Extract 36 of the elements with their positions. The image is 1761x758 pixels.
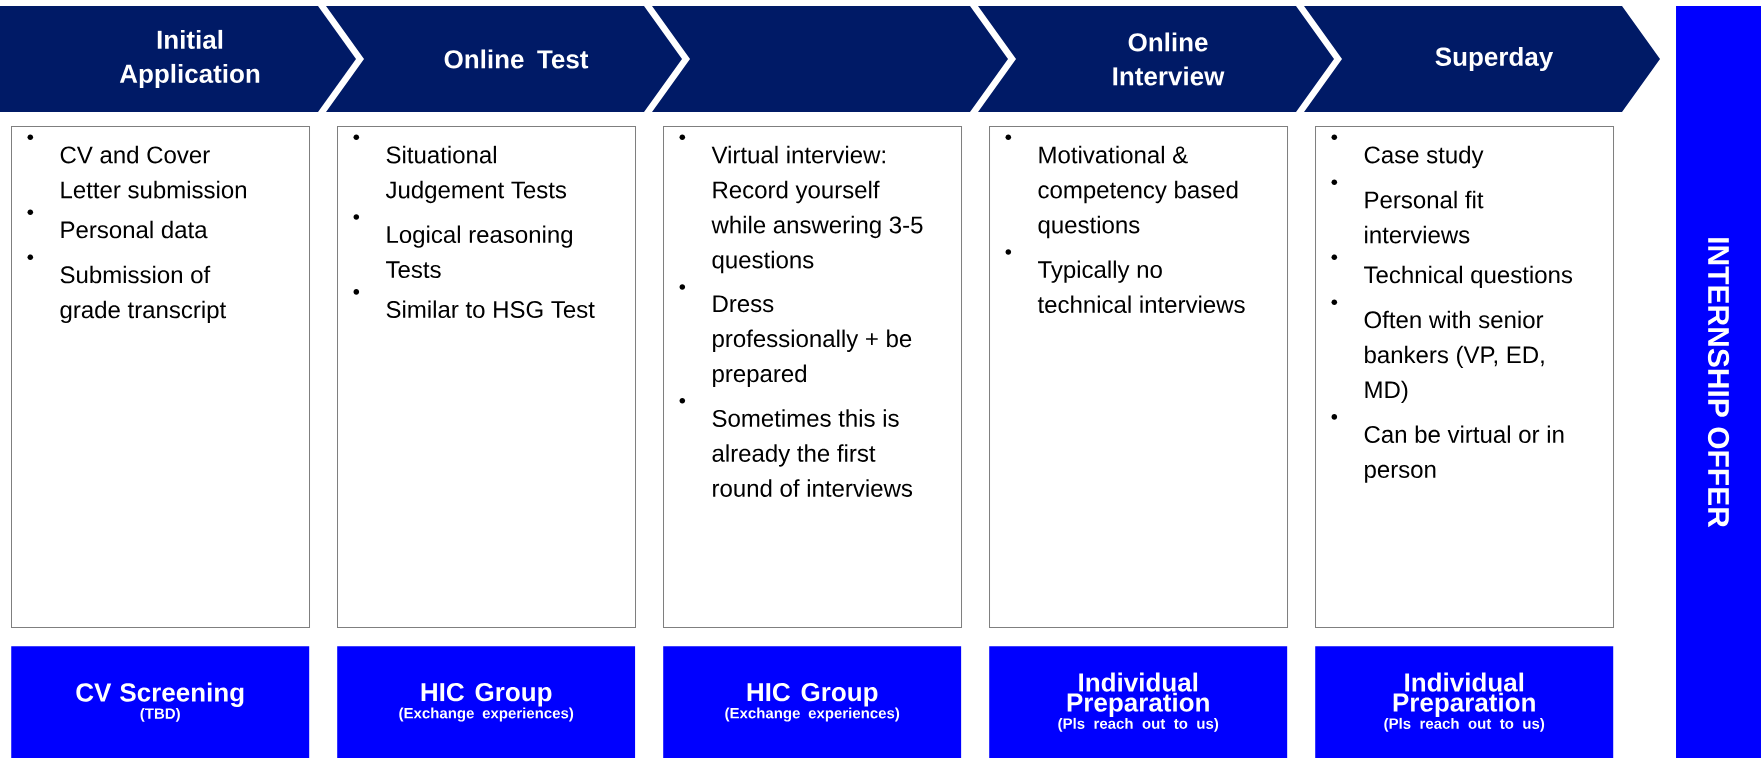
- info-box: HIC Group (Exchange experiences): [663, 646, 962, 758]
- node-label: Online Interview: [1113, 32, 1225, 86]
- stage-header: Initial Application: [0, 6, 356, 112]
- bullet-item: Dress professionally + be prepared: [679, 284, 912, 387]
- info-box: CV Screening (TBD): [11, 646, 310, 758]
- offer-bar: INTERNSHIP OFFER: [1676, 6, 1761, 758]
- node-label: Superday: [1435, 46, 1554, 72]
- bullet-item: Personal fit interviews: [1331, 179, 1484, 244]
- text-box: [11, 126, 310, 628]
- stage-header: Online Test: [326, 6, 682, 112]
- bullet-item: Can be virtual or in person: [1331, 414, 1564, 483]
- info-box: Individual Preparation (Pls reach out to us): [989, 646, 1288, 758]
- bullet-item: Motivational & competency based questions: [1005, 134, 1238, 239]
- bullet-item: Similar to HSG Test: [353, 289, 595, 318]
- bullet-item: Situational Judgement Tests: [353, 134, 567, 204]
- info-box: Individual Preparation (Pls reach out to us): [1315, 646, 1614, 758]
- bullet-item: Case study: [1331, 134, 1484, 169]
- text-box: [1315, 126, 1614, 628]
- bullet-item: CV and Cover Letter submission: [27, 134, 246, 199]
- text-box: [337, 126, 636, 628]
- stage-header: Superday: [1304, 6, 1660, 112]
- text-box: [989, 126, 1288, 628]
- bullet-item: Typically no technical interviews: [1005, 249, 1245, 314]
- stage-header: Online Interview: [978, 6, 1334, 112]
- stage-header: [652, 6, 1008, 112]
- text-box: [663, 126, 962, 628]
- info-box: HIC Group (Exchange experiences): [337, 646, 636, 758]
- node-label: Online Test: [444, 49, 589, 69]
- bullet-item: Personal data: [27, 209, 208, 239]
- bullet-item: Often with senior bankers (VP, ED, MD): [1331, 299, 1544, 404]
- bullet-item: Virtual interview: Record yourself while answering 3-5 questions: [679, 134, 923, 274]
- bullet-item: Technical questions: [1331, 254, 1573, 289]
- bullet-item: Submission of grade transcript: [27, 254, 227, 324]
- bullet-item: Logical reasoning Tests: [353, 214, 572, 279]
- bullet-item: Sometimes this is already the first round of interviews: [679, 397, 913, 497]
- node-label: Initial Application: [119, 29, 260, 89]
